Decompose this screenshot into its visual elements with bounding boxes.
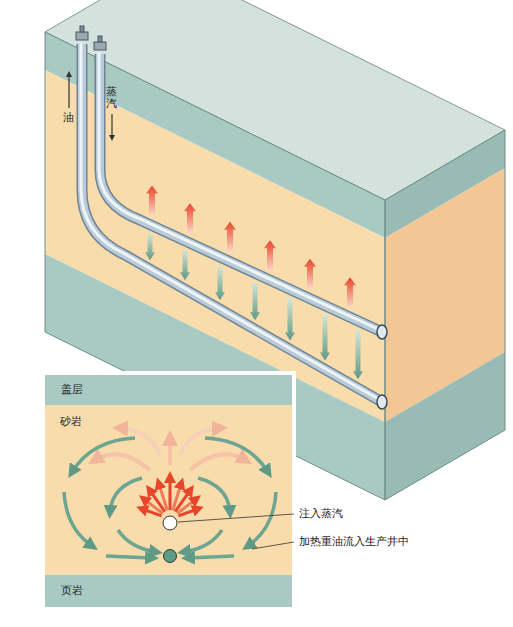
leader-line [178,514,294,522]
well-pipe [82,44,382,402]
oil-circulation-arrow [184,530,222,552]
heat-arrow [304,259,316,289]
steam-fan-arrow [159,483,168,510]
well-pipe [100,54,382,332]
heat-arrow [224,222,236,252]
rock-layer-side [385,352,505,500]
well-pipe-highlight [81,43,381,401]
oil-flow-arrow [250,282,260,320]
steam-fan-arrow [178,509,198,516]
steam-fan-arrow [169,477,172,510]
injection-label: 蒸汽 [106,86,117,110]
layer-band: 盖层 [45,375,292,405]
shale-band [45,575,292,607]
layer-name: 盖层 [61,383,292,396]
oil-circulation-arrow [205,438,268,472]
oil-circulation-arrow [110,478,142,512]
well-pipe [100,54,382,332]
steam-spread-arrow [168,438,172,465]
flow-direction-arrow [68,74,69,108]
steam-spread-arrow [180,428,220,455]
pipe-end [377,325,387,339]
heat-arrow [184,203,196,233]
steam-spread-arrow [190,454,245,470]
wellhead [94,42,106,50]
layer-name: 页岩 [61,584,292,597]
oil-circulation-arrow [72,438,135,472]
oil-circulation-arrow [64,492,92,546]
well-pipe [82,44,382,402]
product-label: 油 [63,112,74,124]
flow-direction-arrow [111,114,112,138]
oil-flow-arrow [145,234,155,261]
oil-flow-arrow [285,298,295,340]
oil-circulation-arrow [198,478,230,512]
oil-circulation-arrow [106,556,152,558]
wellhead [80,26,84,32]
layer-name: 砂岩 [60,415,292,428]
heat-arrow [264,240,276,270]
producer-well [164,550,177,563]
oil-circulation-arrow [118,530,156,552]
heat-arrow [146,186,158,216]
pipe-end [377,395,387,409]
cap-band [45,375,292,405]
oil-circulation-arrow [188,556,234,558]
callout-label: 注入蒸汽 [299,507,343,520]
oil-flow-arrow [180,250,190,280]
heat-arrow [344,277,356,307]
cross-section-inset [41,371,296,611]
wellhead [98,36,102,42]
layer-band: 页岩 [45,575,292,607]
oil-flow-arrow [215,266,225,300]
oil-flow-arrow [320,315,330,361]
steam-spread-arrow [95,454,150,470]
sand-band [45,405,292,575]
wellhead [76,32,88,40]
well-pipe-highlight [99,53,381,331]
oil-circulation-arrow [248,492,276,546]
inset-frame [41,371,296,611]
oil-flow-arrow [353,330,363,379]
injector-well [163,516,177,530]
block-outline [385,130,505,500]
leader-line [252,542,294,549]
steam-spread-arrow [120,428,160,455]
callout-label: 加热重油流入生产井中 [299,535,409,548]
layer-band: 砂岩 [45,405,292,575]
